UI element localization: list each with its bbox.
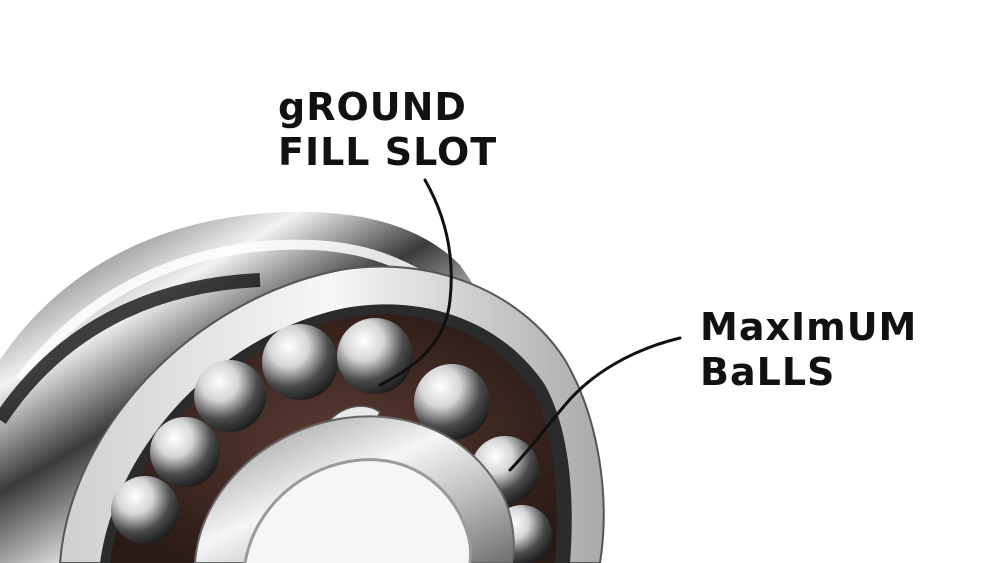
- bearing-ball: [337, 318, 413, 394]
- fill-slot-leader-line: [378, 178, 453, 387]
- bearing-ball: [150, 417, 220, 487]
- inner-ring: [193, 415, 515, 563]
- fill-slot-label-line1: gROUND: [278, 85, 467, 129]
- bearing-ball: [194, 360, 266, 432]
- bearing-ball: [414, 364, 490, 440]
- bearing-ball: [262, 324, 338, 400]
- bearing-ball: [111, 476, 179, 544]
- max-balls-label-line2: BaLLS: [700, 350, 835, 394]
- max-balls-label-line1: MaxImUM: [700, 305, 917, 349]
- fill-slot-label-line2: FILL SLOT: [278, 130, 497, 174]
- ball-set: [111, 318, 552, 563]
- max-balls-leader-line: [508, 336, 682, 472]
